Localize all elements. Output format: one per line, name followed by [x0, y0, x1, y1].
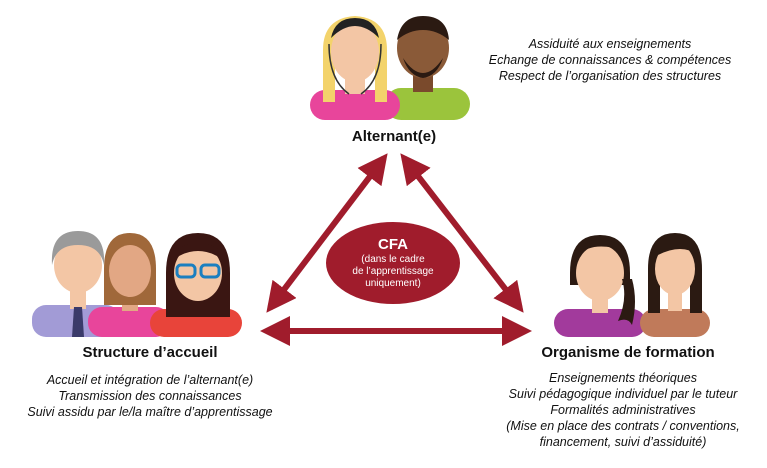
school-duty: Suivi pédagogique individuel par le tute…	[508, 387, 738, 401]
apprentice-duties: Assiduité aux enseignements Echange de c…	[470, 36, 750, 84]
apprentice-duty: Respect de l’organisation des structures	[498, 69, 722, 83]
school-duties: Enseignements théoriques Suivi pédagogiq…	[478, 370, 767, 450]
arrow-apprentice-host	[266, 153, 388, 313]
school-duty: Enseignements théoriques	[548, 371, 697, 385]
host-duty: Transmission des connaissances	[58, 389, 242, 403]
cfa-badge: CFA (dans le cadre de l’apprentissage un…	[326, 222, 460, 304]
cfa-title: CFA	[378, 236, 408, 253]
school-duty: financement, suivi d’assiduité)	[539, 435, 707, 449]
apprentice-duty: Assiduité aux enseignements	[528, 37, 692, 51]
school-duty: (Mise en place des contrats / convention…	[506, 419, 740, 433]
host-duty: Accueil et intégration de l’alternant(e)	[46, 373, 254, 387]
apprentice-title: Alternant(e)	[351, 128, 437, 145]
apprentice-duty: Echange de connaissances & compétences	[488, 53, 732, 67]
host-title: Structure d’accueil	[82, 344, 218, 361]
arrow-apprentice-school	[400, 153, 524, 313]
host-duties: Accueil et intégration de l’alternant(e)…	[0, 372, 300, 420]
school-title: Organisme de formation	[541, 344, 715, 361]
school-duty: Formalités administratives	[550, 403, 696, 417]
host-duty: Suivi assidu par le/la maître d’apprenti…	[27, 405, 273, 419]
cfa-subtitle: (dans le cadre de l’apprentissage unique…	[352, 254, 434, 289]
school-pair-icon	[554, 233, 710, 337]
host-team-icon	[32, 231, 242, 337]
apprentice-pair-icon	[310, 16, 470, 120]
